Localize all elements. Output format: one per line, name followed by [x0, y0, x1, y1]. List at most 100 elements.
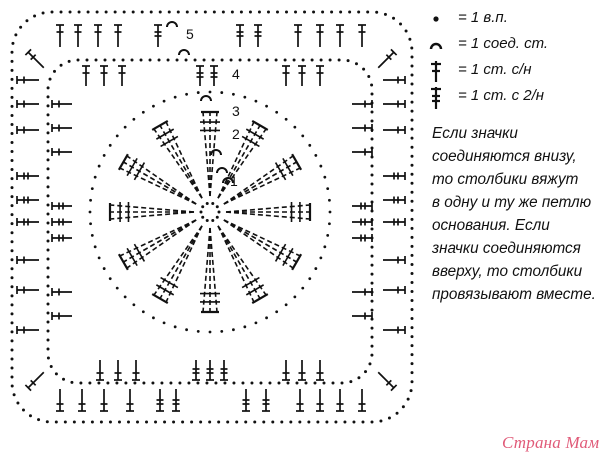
chain-dot [124, 381, 128, 385]
treble-stitch [383, 196, 406, 204]
chain-dot [167, 10, 171, 14]
double-stitch [282, 360, 290, 381]
chain-dot [410, 172, 414, 176]
chain-dot [265, 104, 268, 108]
chain-dot [205, 381, 209, 385]
chain-dot [72, 420, 76, 424]
chain-dot [370, 353, 374, 357]
chain-dot [132, 117, 136, 121]
chain-dot [130, 58, 134, 62]
chain-dot [250, 381, 254, 385]
chain-dot [139, 58, 143, 62]
stitch-top [24, 384, 32, 392]
chain-dot [286, 381, 290, 385]
chain-dot [88, 381, 92, 385]
chain-dot [10, 348, 14, 352]
chain-dot [178, 381, 182, 385]
cluster-stroke [217, 225, 255, 303]
double-stitch [352, 124, 373, 132]
chain-dot [370, 92, 374, 96]
chain-dot [410, 136, 414, 140]
chain-dot [59, 10, 63, 14]
chain-dot [331, 381, 335, 385]
chain-dot [410, 280, 414, 284]
chain-dot [254, 99, 258, 103]
chain-dot [16, 401, 20, 405]
stitch-cluster [223, 153, 303, 205]
double-stitch [16, 100, 39, 108]
chain-dot [370, 263, 374, 267]
chain-dot [12, 393, 16, 397]
treble-stitch [352, 234, 373, 242]
double-stitch [298, 360, 306, 381]
cluster-stroke [223, 155, 294, 205]
cluster-stroke [223, 219, 294, 269]
chain-dot [215, 215, 219, 219]
slip-stitch-arc [178, 49, 190, 56]
double-stitch [358, 389, 366, 412]
round-label: 2 [232, 126, 240, 142]
cluster-stroke [122, 161, 197, 205]
cluster-stroke [165, 225, 203, 303]
chain-dot [97, 381, 101, 385]
double-stitch [296, 389, 304, 412]
chain-dot [103, 58, 107, 62]
chain-dot [10, 140, 14, 144]
double-stitch [352, 100, 373, 108]
chain-dot [370, 119, 374, 123]
chain-dot [108, 143, 112, 147]
chain-dot [172, 420, 176, 424]
chain-dot [106, 381, 110, 385]
chain-dot [196, 91, 200, 94]
chain-dot [145, 420, 149, 424]
slip-stitch-arc [216, 167, 228, 174]
chain-dot [46, 347, 50, 351]
cluster-stroke [217, 124, 261, 199]
treble-stitch [154, 24, 162, 47]
chain-dot [352, 420, 356, 424]
cluster-crossbar [160, 135, 179, 148]
chain-dot [266, 10, 270, 14]
chain-dot [10, 222, 14, 226]
chain-dot [410, 308, 414, 312]
chain-dot [52, 69, 56, 73]
chain-dot [123, 125, 127, 129]
cluster-crossbar [282, 157, 294, 177]
chain-dot [123, 295, 127, 299]
chain-dot [375, 10, 379, 14]
chain-dot [223, 381, 227, 385]
chain-dot [10, 213, 14, 217]
chain-dot [410, 235, 414, 239]
chain-dot [274, 58, 278, 62]
treble-stitch [262, 389, 270, 412]
double-stitch [132, 360, 140, 381]
cluster-crossbar [241, 135, 260, 148]
chain-dot [59, 63, 63, 67]
chain-dot [354, 62, 358, 66]
legend-label-slip-stitch: = 1 соед. ст. [458, 35, 549, 52]
chain-dot [108, 277, 112, 281]
chain-dot [46, 86, 50, 90]
arc-icon [429, 42, 443, 50]
chain-dot [181, 420, 185, 424]
chain-dot [126, 420, 130, 424]
chain-dot [70, 380, 74, 384]
double-stitch [114, 24, 122, 47]
slip-stitch-arc [200, 95, 212, 102]
legend-row-double-crochet: = 1 ст. с/н [428, 58, 608, 84]
chain-dot [319, 58, 323, 62]
double-stitch [383, 326, 406, 334]
chain-dot [410, 145, 414, 149]
chain-dot [410, 154, 414, 158]
chain-dot [410, 271, 414, 275]
slip-stitch-arc [166, 21, 178, 28]
cluster-crossbar [126, 247, 138, 267]
chain-dot [117, 420, 121, 424]
chain-dot [97, 164, 101, 168]
chain-dot [185, 328, 188, 332]
chain-dot [48, 77, 52, 81]
chain-dot [149, 10, 153, 14]
chain-dot [410, 163, 414, 167]
chain-dot [214, 381, 218, 385]
